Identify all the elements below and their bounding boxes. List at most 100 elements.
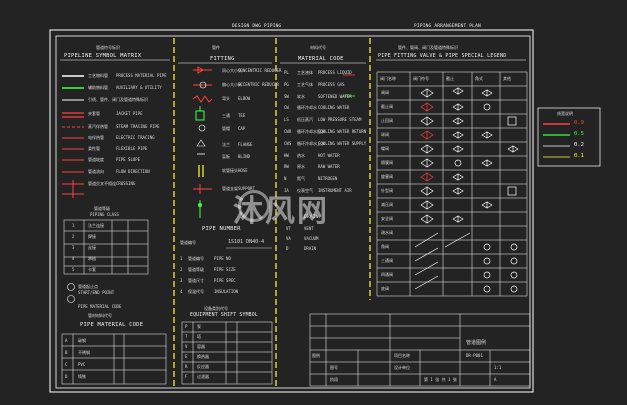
grade-label-en: PIPING CLASS [90, 212, 119, 217]
valve-symbols [414, 87, 519, 293]
line-weight-value: 0.1 [574, 153, 584, 159]
piping-class-desc: 法兰连接 [88, 223, 104, 228]
valve-row-label: 安全阀 [381, 216, 393, 221]
material-desc: 循环冷却水上水 [297, 140, 325, 146]
outer-frame [49, 29, 534, 393]
symbol-row-label: 管道交叉不相连 [88, 181, 116, 186]
title-block-scale: 1:1 [494, 365, 502, 370]
material-desc-en: NITROGEN [318, 176, 338, 182]
material-code: PG [284, 81, 289, 87]
valve-header: 截止 [446, 76, 454, 81]
material-code-label: 管材材料代号 [88, 313, 112, 318]
symbol-row-label: 蒸汽伴热管 [88, 124, 108, 129]
title-block-date: 图号 [330, 365, 338, 370]
material-code: N [284, 176, 287, 182]
symbol-row-desc: CROSSING [116, 181, 136, 186]
material-code: SW [284, 93, 289, 99]
fitting-row-cn: 盲板 [222, 154, 230, 159]
fitting-row-cn: 软管接头 [222, 168, 238, 173]
fitting-row-cn: 弯头 [222, 96, 230, 101]
fitting-row-cn: 管帽 [222, 126, 230, 131]
piping-class-table [63, 219, 149, 275]
title-block-company: 设计单位 [394, 365, 410, 370]
pipe-material-desc: 碳钢 [78, 338, 86, 343]
pipe-number-item-num: 3 [180, 278, 183, 283]
pipe-number-item-en: PIPE SPEC [214, 278, 236, 283]
pipe-material-code: A [65, 338, 68, 343]
symbol-line-samples [62, 75, 84, 198]
fitting-row-cn: 偏心大小头 [222, 82, 242, 87]
line-weight-value: 0.2 [574, 142, 584, 148]
title-block-project: 项目名称 [394, 353, 410, 358]
valve-header: 阀门符号 [413, 76, 429, 81]
pipe-number-item: 管道等级 [188, 267, 204, 272]
fitting-row-en: HOSE [238, 168, 248, 173]
material-desc: 热水 [297, 152, 305, 158]
material-sub-code: VT [286, 226, 291, 231]
material-code: CWS [284, 140, 292, 146]
valve-row-label: 止回阀 [381, 118, 393, 123]
material-desc-en: COOLING WATER RETURN [318, 129, 367, 134]
valve-row-label: 减压阀 [381, 202, 393, 207]
fitting-row-cn: 法兰 [222, 142, 230, 147]
symbol-row-desc: STEAM TRACING PIPE [116, 124, 160, 129]
symbol-row-label: 电伴热管 [88, 135, 104, 140]
fitting-row-cn: 三通 [222, 113, 230, 118]
fitting-row-cn: 管道支架 [222, 186, 238, 191]
pipe-material-desc: 铸铁 [78, 374, 86, 379]
equipment-code: F [185, 374, 188, 379]
symbol-row-label: 辅助物料管 [88, 85, 108, 90]
symbol-row-label: 管道流向 [88, 169, 104, 174]
valve-row-label: 旋塞阀 [381, 174, 393, 179]
title-block-rev: A [494, 377, 497, 382]
valve-row-label: 球阀 [381, 132, 389, 137]
equipment-desc: 过滤器 [197, 374, 209, 379]
material-desc: 循环冷却水 [297, 105, 317, 111]
material-desc: 循环冷却水回水 [297, 129, 325, 134]
pipe-material-desc: PVC [78, 362, 86, 367]
valve-row-label: 疏水阀 [381, 230, 393, 235]
symbol-row-desc: FLOW DIRECTION [116, 169, 150, 174]
grade-label: 管道等级 [94, 206, 110, 211]
material-header-cn: 材料代号 [310, 45, 326, 50]
pipe-material-code: C [65, 362, 68, 367]
pipe-number-item-en: PIPE SIZE [214, 267, 236, 272]
pipe-number-item: 管道尺寸 [188, 278, 204, 283]
material-code: LS [284, 117, 289, 123]
equipment-code: P [185, 324, 188, 329]
symbol-row-desc: PROCESS MATERIAL PIPE [116, 73, 167, 78]
material-sub-title: DRAIN [304, 215, 319, 220]
equipment-code: V [185, 344, 188, 349]
pipe-number-item-num: 1 [180, 256, 183, 261]
top-header-left: DESIGN DWG PIPING [232, 24, 282, 29]
equipment-desc: 反应器 [197, 364, 209, 369]
equipment-code: T [185, 334, 188, 339]
equipment-code: R [185, 364, 188, 369]
fittings-header-cn: 管件 [212, 45, 220, 50]
valves-header-cn: 管件、管阀、阀门及管道特殊标识 [398, 45, 458, 50]
material-code: CW [284, 105, 289, 111]
pipe-material-desc: 不锈钢 [78, 350, 90, 355]
symbol-row-desc: AUXILIARY & UTILITY [116, 85, 162, 90]
material-code: PL [284, 70, 289, 75]
fitting-row-en: CONCENTRIC REDUCER [238, 68, 282, 73]
watermark-logo [238, 190, 270, 222]
equipment-title: EQUIPMENT SHIFT SYMBOL [190, 313, 258, 318]
origin-label-en: START/END POINT [78, 290, 115, 295]
title-block-drawing-no: DR-P001 [466, 353, 483, 358]
fitting-row-en: SUPPORT [238, 186, 255, 191]
fitting-row-en: FLANGE [238, 142, 253, 147]
fitting-row-en: BLIND [238, 154, 251, 159]
equipment-desc: 塔 [197, 334, 201, 339]
material-desc-en: INSTRUMENT AIR [318, 188, 352, 193]
equipment-table [181, 321, 273, 385]
line-weight-lines [543, 123, 570, 158]
material-desc-en: COOLING WATER [318, 105, 350, 111]
valve-row-label: 三通阀 [381, 258, 393, 263]
valve-row-label: 角阀 [381, 244, 389, 249]
piping-class-desc: 承插 [88, 256, 96, 261]
piping-class-num: 4 [72, 256, 75, 261]
material-code: IA [284, 188, 289, 193]
symbol-row-desc: FLEXIBLE PIPE [116, 146, 148, 151]
